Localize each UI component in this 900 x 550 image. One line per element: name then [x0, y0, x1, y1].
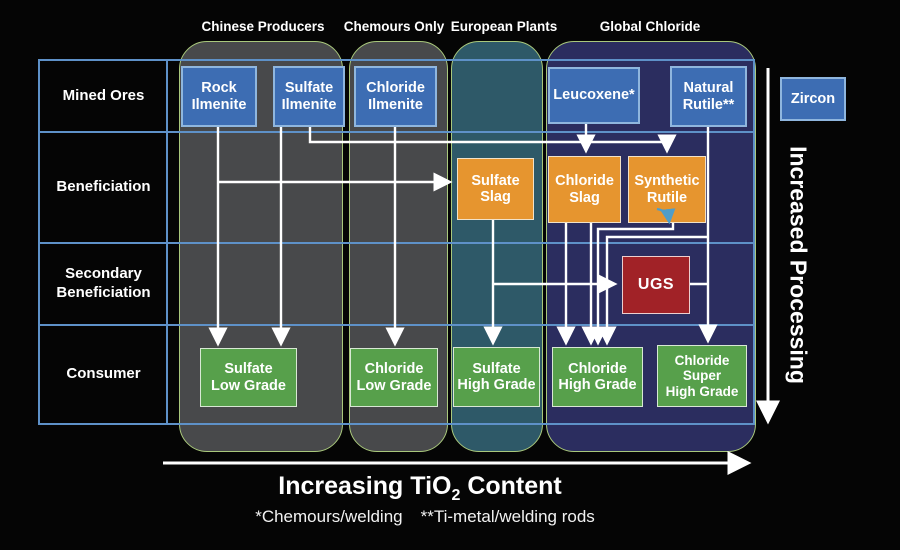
node-ugs: UGS: [622, 256, 690, 314]
node-chloride-high-grade-label: Chloride High Grade: [558, 360, 637, 393]
grid-row-divider-3: [38, 324, 755, 326]
node-chloride-low-grade-label: Chloride Low Grade: [356, 361, 432, 394]
tio2-title-subscript: 2: [451, 487, 461, 504]
column-header-chemours-only: Chemours Only: [343, 19, 445, 34]
node-sulfate-low-grade: Sulfate Low Grade: [200, 348, 297, 407]
row-label-consumer: Consumer: [66, 365, 141, 383]
node-zircon: Zircon: [780, 77, 846, 121]
tio2-title-suffix: Content: [460, 472, 562, 500]
tio2-title-prefix: Increasing TiO: [278, 472, 452, 500]
footnote-chemours: *Chemours/welding: [255, 507, 403, 526]
increasing-tio2-title: Increasing TiO2 Content: [278, 472, 562, 505]
node-chloride-slag-label: Chloride Slag: [555, 173, 614, 206]
node-synthetic-rutile: Synthetic Rutile: [628, 156, 706, 223]
increased-processing-label: Increased Processing: [785, 146, 812, 384]
node-sulfate-slag-label: Sulfate Slag: [471, 172, 520, 205]
node-chloride-high-grade: Chloride High Grade: [552, 347, 643, 407]
node-sulfate-ilmenite-label: Sulfate Ilmenite: [281, 80, 337, 113]
node-sulfate-high-grade: Sulfate High Grade: [453, 347, 540, 407]
node-natural-rutile: Natural Rutile**: [670, 66, 747, 127]
column-header-chinese-producers: Chinese Producers: [201, 19, 325, 34]
node-rock-ilmenite: Rock Ilmenite: [181, 66, 257, 127]
grid-row-divider-2: [38, 242, 755, 244]
node-chloride-super-high-grade: Chloride Super High Grade: [657, 345, 747, 407]
footnotes: *Chemours/welding **Ti-metal/welding rods: [246, 507, 604, 527]
node-sulfate-slag: Sulfate Slag: [457, 158, 534, 220]
node-chloride-super-high-grade-label: Chloride Super High Grade: [665, 353, 739, 399]
node-natural-rutile-label: Natural Rutile**: [682, 80, 735, 113]
increased-processing-label-wrap: Increased Processing: [775, 120, 821, 410]
row-label-beneficiation: Beneficiation: [56, 178, 151, 196]
node-chloride-ilmenite: Chloride Ilmenite: [354, 66, 437, 127]
node-synthetic-rutile-label: Synthetic Rutile: [634, 173, 700, 206]
node-sulfate-ilmenite: Sulfate Ilmenite: [273, 66, 345, 127]
node-leucoxene-label: Leucoxene*: [553, 87, 635, 104]
row-label-secondary-beneficiation: Secondary Beneficiation: [56, 265, 151, 301]
node-chloride-ilmenite-label: Chloride Ilmenite: [366, 80, 425, 113]
column-header-global-chloride: Global Chloride: [599, 19, 701, 34]
node-ugs-label: UGS: [637, 276, 675, 294]
node-sulfate-high-grade-label: Sulfate High Grade: [457, 360, 536, 393]
node-rock-ilmenite-label: Rock Ilmenite: [191, 80, 247, 113]
node-leucoxene: Leucoxene*: [548, 67, 640, 124]
footnote-ti-metal: **Ti-metal/welding rods: [420, 507, 595, 526]
row-label-mined-ores: Mined Ores: [62, 86, 145, 104]
node-zircon-label: Zircon: [790, 90, 836, 107]
column-header-european-plants: European Plants: [450, 19, 558, 34]
node-chloride-low-grade: Chloride Low Grade: [350, 348, 438, 407]
node-sulfate-low-grade-label: Sulfate Low Grade: [211, 361, 286, 394]
node-chloride-slag: Chloride Slag: [548, 156, 621, 223]
